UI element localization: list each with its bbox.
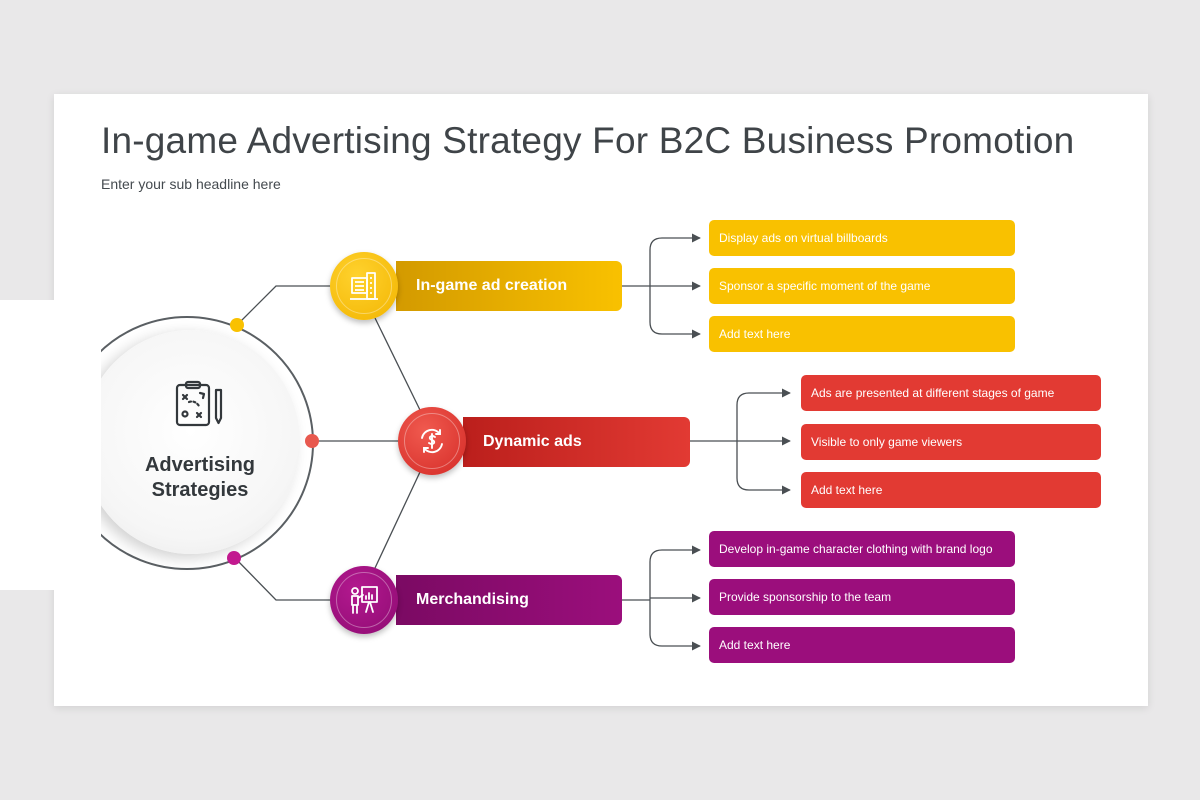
leaf-1-1: Display ads on virtual billboards xyxy=(709,220,1015,256)
page-title: In-game Advertising Strategy For B2C Bus… xyxy=(101,120,1075,161)
hub-label: Advertising Strategies xyxy=(120,453,280,503)
hub-label-line-2: Strategies xyxy=(151,479,249,501)
connector-hub-to-branch-3 xyxy=(234,557,334,601)
dollar-refresh-icon xyxy=(421,428,443,454)
leaf-3-2: Provide sponsorship to the team xyxy=(709,579,1015,615)
hub-dot-red xyxy=(305,434,319,448)
leaf-1-2: Sponsor a specific moment of the game xyxy=(709,268,1015,304)
branch-bar-merchandising: Merchandising xyxy=(396,575,622,625)
hub-dot-purple xyxy=(227,551,241,565)
connector-branch-2-to-3 xyxy=(374,471,421,569)
presenter-icon xyxy=(351,586,378,614)
branch-badge-3 xyxy=(330,566,398,634)
page-subtitle: Enter your sub headline here xyxy=(101,176,281,192)
leaf-3-1: Develop in-game character clothing with … xyxy=(709,531,1015,567)
connector-hub-to-branch-1 xyxy=(236,285,334,326)
leaf-2-2: Visible to only game viewers xyxy=(801,424,1101,460)
connector-branch-1-to-2 xyxy=(374,317,421,411)
hub-dot-yellow xyxy=(230,318,244,332)
hub-clip-mask xyxy=(0,300,101,590)
leaf-1-3: Add text here xyxy=(709,316,1015,352)
branch-bar-ad-creation: In-game ad creation xyxy=(396,261,622,311)
branch-bar-dynamic-ads: Dynamic ads xyxy=(463,417,690,467)
strategy-clipboard-icon xyxy=(175,380,223,427)
leaf-2-1: Ads are presented at different stages of… xyxy=(801,375,1101,411)
branch-label-2: Dynamic ads xyxy=(483,433,582,450)
billboard-icon xyxy=(350,272,378,300)
branch-label-3: Merchandising xyxy=(416,591,529,608)
branch-label-1: In-game ad creation xyxy=(416,277,568,294)
hub-label-line-1: Advertising xyxy=(144,454,256,476)
branch-badge-1 xyxy=(330,252,398,320)
leaf-2-3: Add text here xyxy=(801,472,1101,508)
hub-circle xyxy=(82,330,300,554)
leaf-3-3: Add text here xyxy=(709,627,1015,663)
branch-badge-2 xyxy=(398,407,466,475)
